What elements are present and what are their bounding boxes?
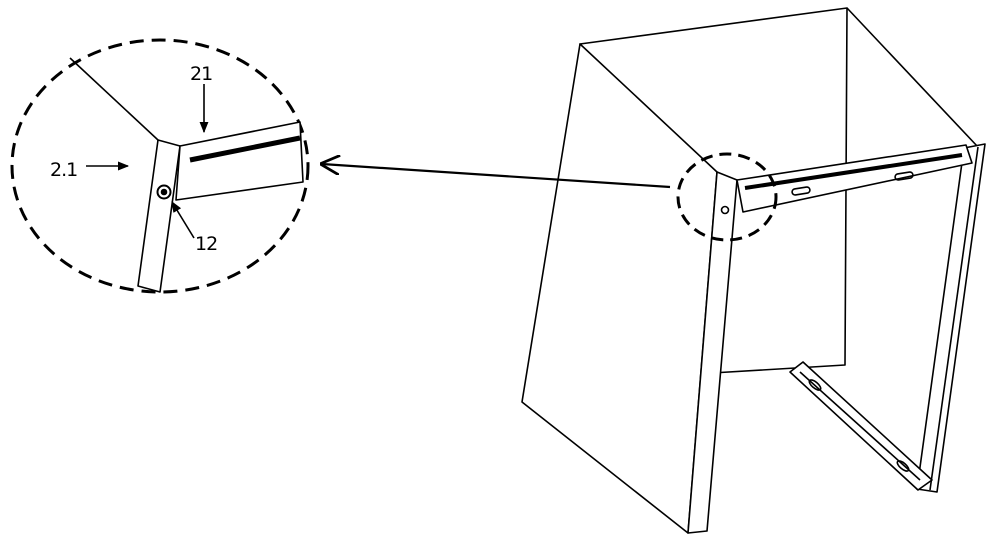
left-front-edge xyxy=(687,171,738,534)
bottom-rail-inner xyxy=(799,371,921,481)
top-rail-slot xyxy=(744,153,963,190)
detail-callout-circle xyxy=(676,152,778,242)
bracket-screw-icon xyxy=(896,460,910,472)
detail-pointer-arrow xyxy=(322,164,671,189)
cabinet-assembly xyxy=(521,7,986,534)
right-panel-back-edge xyxy=(929,146,979,491)
detail-screw-head xyxy=(160,188,168,196)
detail-screw-icon xyxy=(156,184,172,200)
bracket-screw-icon xyxy=(808,379,822,391)
panel-label: 2.1 xyxy=(50,159,77,181)
rail-hole-2 xyxy=(894,171,914,181)
detail-front-edge xyxy=(137,139,181,293)
detail-rail-slot xyxy=(189,135,301,163)
back-panel-right-edge xyxy=(846,7,979,148)
screw-leader xyxy=(171,201,195,239)
right-front-edge xyxy=(916,143,986,493)
detail-view: 21 2.1 12 xyxy=(10,38,310,294)
rail-label: 21 xyxy=(190,63,212,85)
rail-hole-1 xyxy=(791,186,811,196)
detail-panel-top-edge xyxy=(69,57,159,141)
screw-icon xyxy=(720,205,730,215)
screw-label: 12 xyxy=(195,233,217,255)
